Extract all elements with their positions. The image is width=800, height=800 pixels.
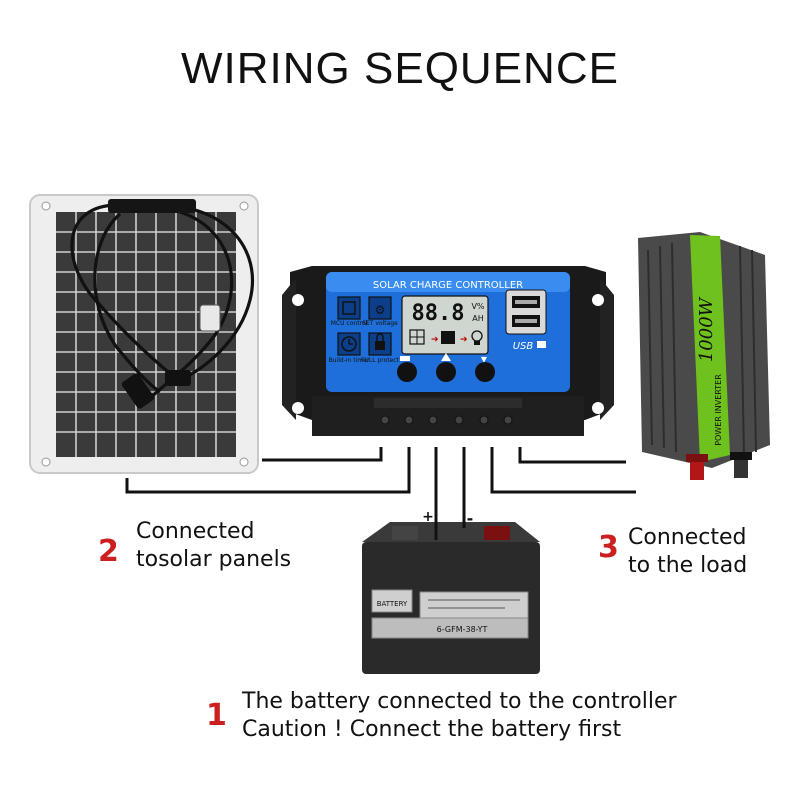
battery-logo xyxy=(371,589,413,613)
mcu-control-label: MCU control xyxy=(331,320,368,327)
controller-button-middle xyxy=(436,362,456,382)
controller-lcd: 88.8 V% AH ➔ ➔ xyxy=(401,295,489,355)
controller-feature-icons: MCU control ⚙ SET voltage Build-in timer… xyxy=(329,296,400,364)
inverter-brand: POWER INVERTER xyxy=(714,374,723,446)
power-inverter: 1000W POWER INVERTER xyxy=(638,232,770,480)
arrow-right-icon: ➔ xyxy=(431,335,439,345)
lcd-unit-bottom: AH xyxy=(472,314,484,323)
step-text-line: to the load xyxy=(628,553,748,578)
step-number: 1 xyxy=(206,698,227,733)
step-number: 3 xyxy=(598,530,619,565)
lcd-unit-top: V% xyxy=(471,302,484,311)
svg-text:▼: ▼ xyxy=(481,355,488,364)
arrow-right-icon-2: ➔ xyxy=(460,335,468,345)
gear-icon: ⚙ xyxy=(375,303,386,317)
wire-panel-2 xyxy=(125,447,411,494)
usb-label: USB xyxy=(513,341,534,352)
build-in-timer-label: Build-in timer xyxy=(329,357,370,364)
step-text-line: tosolar panels xyxy=(136,547,292,572)
controller-buttons: ▼ xyxy=(397,353,495,382)
page-title: WIRING SEQUENCE xyxy=(181,44,619,93)
step-number: 2 xyxy=(98,534,119,569)
inverter-label-strip xyxy=(690,235,730,462)
battery: BATTERY 6-GFM-38-YT xyxy=(362,522,540,674)
set-voltage-label: SET voltage xyxy=(362,320,398,327)
step-text-line: Caution ! Connect the battery first xyxy=(242,717,622,742)
inverter-rating: 1000W xyxy=(696,296,717,362)
wire-panel-1 xyxy=(262,447,383,462)
clock-icon xyxy=(341,336,357,352)
battery-plus-sign: + xyxy=(422,509,434,525)
wire-load-1 xyxy=(490,447,636,494)
step-text-line: The battery connected to the controller xyxy=(242,689,677,714)
charge-controller: SOLAR CHARGE CONTROLLER MCU control ⚙ SE… xyxy=(282,266,614,436)
battery-positive-post xyxy=(484,526,510,540)
lock-icon xyxy=(375,341,385,350)
battery-model: 6-GFM-38-YT xyxy=(437,625,488,634)
controller-header: SOLAR CHARGE CONTROLLER xyxy=(373,280,523,291)
usb-ports: USB xyxy=(505,289,547,352)
step-text-line: Connected xyxy=(136,519,255,544)
wiring-lines xyxy=(125,447,636,540)
step-text-line: Connected xyxy=(628,525,747,550)
controller-button-left xyxy=(397,362,417,382)
inverter-negative-terminal xyxy=(734,456,748,478)
battery-brand: BATTERY xyxy=(377,600,408,608)
wire-load-2 xyxy=(518,447,626,464)
solar-panel xyxy=(29,194,259,474)
controller-button-right xyxy=(475,362,495,382)
battery-icon xyxy=(441,331,455,344)
full-protect-label: FULL protect xyxy=(361,357,400,364)
controller-terminals xyxy=(312,396,584,436)
lcd-reading: 88.8 xyxy=(412,301,465,326)
battery-minus-sign: - xyxy=(467,509,474,528)
inverter-positive-terminal xyxy=(690,458,704,480)
